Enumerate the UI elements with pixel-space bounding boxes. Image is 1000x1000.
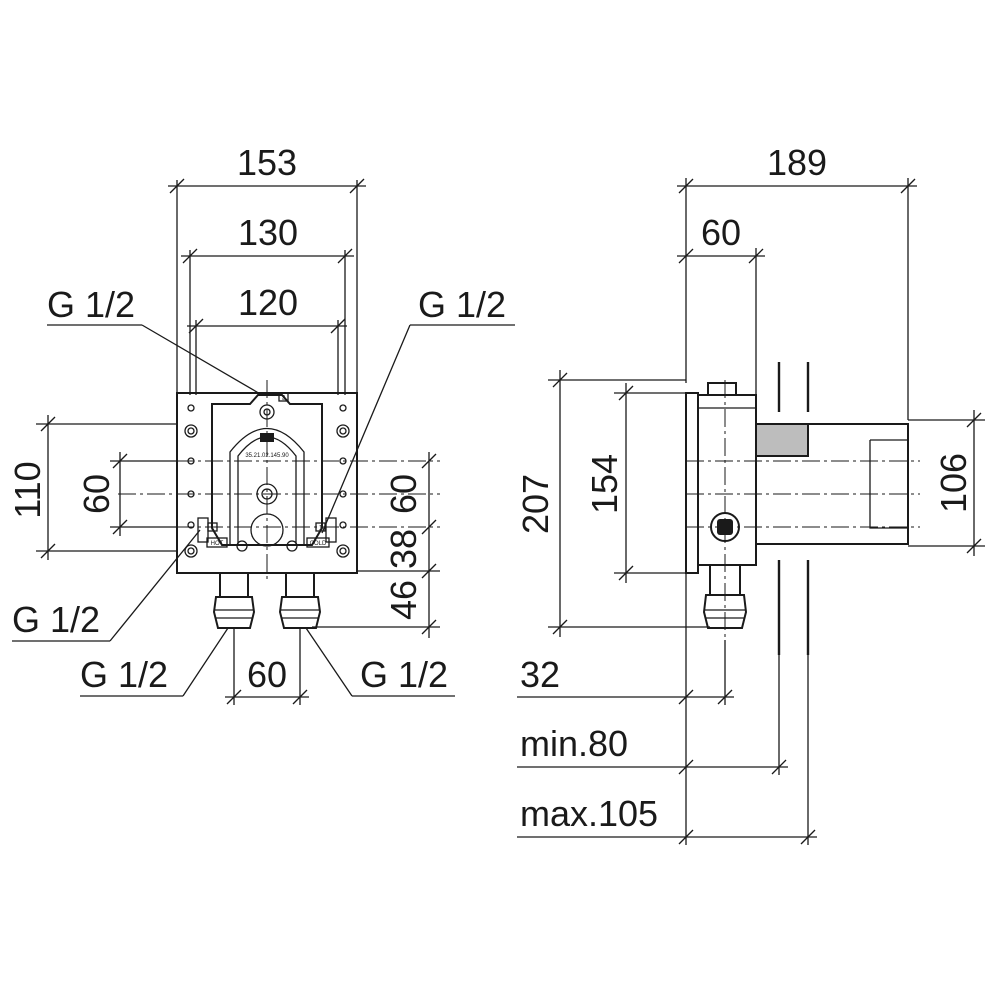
- dimension-label: 32: [520, 654, 560, 695]
- thread-label: G 1/2: [80, 654, 168, 695]
- dimension-60-bottom: 60: [225, 628, 309, 705]
- front-view: 153 130 120 G 1/2 G 1/2: [7, 142, 515, 705]
- dimension-207: 207: [515, 370, 710, 637]
- dimension-110: 110: [7, 415, 177, 560]
- thread-callout-bottom-left: G 1/2: [80, 627, 229, 697]
- valve-body-side: [685, 380, 920, 640]
- dimension-153: 153: [168, 142, 366, 395]
- thread-callout-top-right: G 1/2: [321, 284, 515, 534]
- marker-1: 1: [211, 526, 215, 532]
- cold-label: COLD: [310, 541, 327, 547]
- outlet-hot: [212, 572, 256, 629]
- dimension-max105: max.105: [517, 655, 817, 845]
- dimension-189: 189: [677, 142, 917, 420]
- dimension-38: 38: [383, 529, 424, 569]
- outlet-cold: [278, 572, 322, 629]
- dimension-label: 60: [383, 474, 424, 514]
- dimension-label: 60: [247, 654, 287, 695]
- dimension-60-right: 60: [312, 452, 440, 638]
- thread-callout-bottom-right: G 1/2: [305, 627, 455, 697]
- dimension-label: max.105: [520, 793, 658, 834]
- dimension-min80: min.80: [517, 655, 788, 775]
- dimension-label: 207: [515, 474, 556, 534]
- dimension-32: 32: [517, 573, 734, 845]
- marker-2: 2: [282, 396, 286, 402]
- dimension-60-depth: 60: [677, 212, 765, 395]
- dimension-130: 130: [181, 212, 354, 395]
- dimension-label: 60: [701, 212, 741, 253]
- dimension-label: 154: [584, 454, 625, 514]
- side-view: 189 60: [515, 142, 985, 845]
- mounting-plate: 35.21.02.145.90 2 1 1 HOT COLD: [118, 380, 440, 580]
- brand-logo: [260, 433, 274, 442]
- thread-label: G 1/2: [12, 599, 100, 640]
- dimension-label: 110: [7, 461, 48, 518]
- thread-callout-top-left: G 1/2: [47, 284, 263, 396]
- mounting-hole: [336, 424, 350, 438]
- dimension-label: 38: [383, 529, 424, 569]
- marker-1: 1: [319, 526, 323, 532]
- thread-label: G 1/2: [47, 284, 135, 325]
- dimension-106: 106: [908, 410, 985, 556]
- dimension-60-left: 60: [76, 452, 177, 536]
- dimension-label: 153: [237, 142, 297, 183]
- mounting-hole: [336, 544, 350, 558]
- mounting-hole: [184, 544, 198, 558]
- mounting-hole: [184, 424, 198, 438]
- hot-label: HOT: [211, 541, 224, 547]
- thread-callout-left: G 1/2: [12, 529, 201, 642]
- dimension-154: 154: [584, 383, 686, 583]
- wall-lines: [777, 362, 810, 655]
- dimension-label: 46: [383, 580, 424, 620]
- thread-label: G 1/2: [360, 654, 448, 695]
- dimension-label: 60: [76, 474, 117, 514]
- dimension-label: 189: [767, 142, 827, 183]
- dimension-label: 120: [238, 282, 298, 323]
- dimension-46: 46: [383, 580, 424, 620]
- dimension-label: min.80: [520, 723, 628, 764]
- dimension-label: 130: [238, 212, 298, 253]
- dimension-label: 106: [933, 453, 974, 513]
- thread-label: G 1/2: [418, 284, 506, 325]
- dimension-120: 120: [187, 282, 347, 395]
